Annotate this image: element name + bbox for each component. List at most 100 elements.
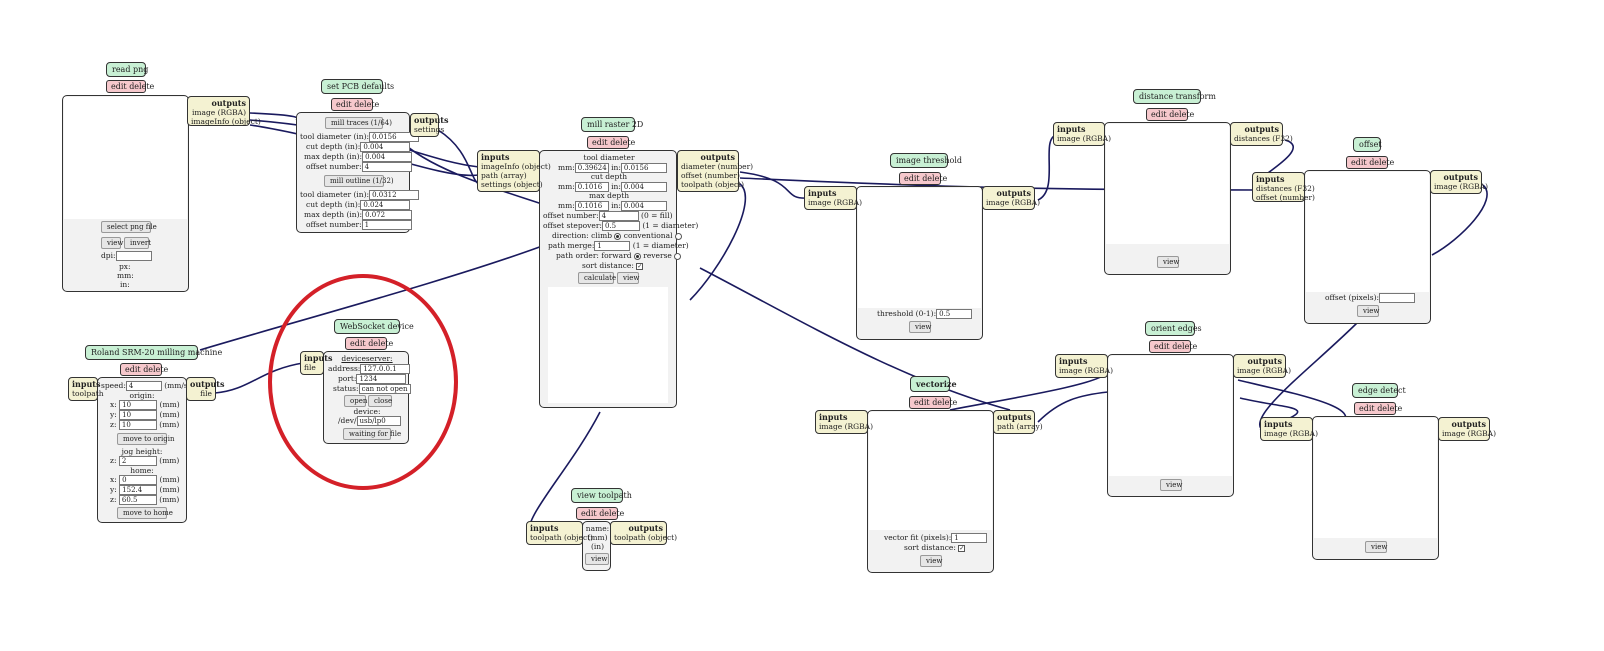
image-threshold-title[interactable]: image threshold: [890, 153, 962, 168]
mill-outline-button[interactable]: mill outline (1/32): [324, 175, 394, 187]
edit-button[interactable]: edit: [1351, 158, 1367, 167]
view-toolpath-title[interactable]: view toolpath: [571, 488, 632, 503]
orient-edges-view-button[interactable]: view: [1160, 479, 1182, 491]
traces-tool-diameter-input[interactable]: 0.0156: [369, 132, 420, 142]
vector-fit-input[interactable]: 1: [951, 533, 988, 543]
move-to-home-button[interactable]: move to home: [117, 507, 173, 519]
roland-title[interactable]: Roland SRM-20 milling machine: [85, 345, 222, 360]
distance-transform-outputs[interactable]: outputs distances (F32): [1230, 122, 1293, 146]
move-to-origin-button[interactable]: move to origin: [117, 433, 174, 445]
edge-detect-inputs[interactable]: inputs image (RGBA): [1260, 417, 1318, 441]
origin-z-input[interactable]: 10: [118, 420, 157, 430]
roland-inputs[interactable]: inputs toolpath: [68, 377, 104, 401]
edge-detect-view-button[interactable]: view: [1365, 541, 1387, 553]
delete-button[interactable]: delete: [610, 138, 636, 147]
vectorize-view-button[interactable]: view: [920, 555, 942, 567]
speed-input[interactable]: 4: [125, 381, 162, 391]
edit-button[interactable]: edit: [1154, 342, 1170, 351]
delete-button[interactable]: delete: [1169, 110, 1195, 119]
edit-button[interactable]: edit: [1359, 404, 1375, 413]
edit-button[interactable]: edit: [336, 100, 352, 109]
origin-x-input[interactable]: 10: [119, 400, 158, 410]
distance-transform-view-button[interactable]: view: [1157, 256, 1179, 268]
traces-max-depth-input[interactable]: 0.004: [362, 152, 413, 162]
view-toolpath-view-button[interactable]: view: [585, 553, 609, 565]
edit-button[interactable]: edit: [581, 509, 597, 518]
delete-button[interactable]: delete: [354, 100, 380, 109]
delete-button[interactable]: delete: [599, 509, 625, 518]
outline-max-depth-input[interactable]: 0.072: [362, 210, 413, 220]
stepover-input[interactable]: 0.5: [601, 221, 640, 231]
mill-raster-outputs[interactable]: outputs diameter (number) offset (number…: [677, 150, 753, 192]
edit-button[interactable]: edit: [125, 365, 141, 374]
view-toolpath-inputs[interactable]: inputs toolpath (object): [526, 521, 593, 545]
sort-distance-checkbox[interactable]: ✓: [636, 262, 644, 270]
offset-number-input[interactable]: 4: [598, 211, 639, 221]
mill-raster-title[interactable]: mill raster 2D: [581, 117, 643, 132]
reverse-radio[interactable]: [674, 252, 682, 260]
cut-in-input[interactable]: 0.004: [620, 182, 667, 192]
home-z-input[interactable]: 60.5: [118, 495, 157, 505]
mill-raster-inputs[interactable]: inputs imageInfo (object) path (array) s…: [477, 150, 551, 192]
pcb-defaults-outputs[interactable]: outputs settings: [410, 113, 448, 137]
read-png-title[interactable]: read png: [106, 62, 148, 77]
delete-button[interactable]: delete: [143, 365, 169, 374]
edit-button[interactable]: edit: [914, 398, 930, 407]
distance-transform-title[interactable]: distance transform: [1133, 89, 1216, 104]
mill-raster-view-button[interactable]: view: [617, 272, 639, 284]
conventional-radio[interactable]: [674, 232, 682, 240]
image-threshold-inputs[interactable]: inputs image (RGBA): [804, 186, 862, 210]
edge-detect-title[interactable]: edge detect: [1352, 383, 1406, 398]
read-png-view-button[interactable]: view: [101, 237, 123, 249]
offset-view-button[interactable]: view: [1357, 305, 1379, 317]
distance-transform-inputs[interactable]: inputs image (RGBA): [1053, 122, 1111, 146]
max-mm-input[interactable]: 0.1016: [574, 201, 609, 211]
delete-button[interactable]: delete: [1369, 158, 1395, 167]
view-toolpath-outputs[interactable]: outputs toolpath (object): [610, 521, 677, 545]
max-in-input[interactable]: 0.004: [620, 201, 667, 211]
dpi-input[interactable]: [115, 251, 152, 261]
invert-button[interactable]: invert: [124, 237, 151, 249]
outline-cut-depth-input[interactable]: 0.024: [360, 200, 411, 210]
image-threshold-view-button[interactable]: view: [909, 321, 931, 333]
threshold-input[interactable]: 0.5: [936, 309, 973, 319]
edit-button[interactable]: edit: [904, 174, 920, 183]
delete-button[interactable]: delete: [932, 398, 958, 407]
vectorize-title[interactable]: vectorize: [910, 376, 957, 392]
orient-edges-inputs[interactable]: inputs image (RGBA): [1055, 354, 1113, 378]
delete-button[interactable]: delete: [129, 82, 155, 91]
offset-outputs[interactable]: outputs image (RGBA): [1430, 170, 1488, 194]
outline-tool-diameter-input[interactable]: 0.0312: [369, 190, 420, 200]
pcb-defaults-title[interactable]: set PCB defaults: [321, 79, 394, 94]
roland-outputs[interactable]: outputs file: [186, 377, 224, 401]
vectorize-outputs[interactable]: outputs path (array): [993, 410, 1043, 434]
vectorize-sort-checkbox[interactable]: ✓: [958, 544, 966, 552]
edit-button[interactable]: edit: [1151, 110, 1167, 119]
orient-edges-title[interactable]: orient edges: [1145, 321, 1202, 336]
mill-traces-button[interactable]: mill traces (1/64): [325, 117, 392, 129]
origin-y-input[interactable]: 10: [119, 410, 158, 420]
forward-radio[interactable]: [633, 252, 641, 260]
calculate-button[interactable]: calculate: [578, 272, 616, 284]
offset-inputs[interactable]: inputs distances (F32) offset (number): [1252, 172, 1315, 202]
edge-detect-outputs[interactable]: outputs image (RGBA): [1438, 417, 1496, 441]
vectorize-inputs[interactable]: inputs image (RGBA): [815, 410, 873, 434]
offset-title[interactable]: offset: [1353, 137, 1382, 152]
edit-button[interactable]: edit: [111, 82, 127, 91]
read-png-outputs[interactable]: outputs image (RGBA) imageInfo (object): [187, 96, 261, 126]
merge-input[interactable]: 1: [594, 241, 631, 251]
orient-edges-outputs[interactable]: outputs image (RGBA): [1233, 354, 1291, 378]
home-y-input[interactable]: 152.4: [119, 485, 158, 495]
select-png-button[interactable]: select png file: [101, 221, 157, 233]
outline-offset-number-input[interactable]: 1: [361, 220, 412, 230]
offset-pixels-input[interactable]: [1379, 293, 1416, 303]
tool-in-input[interactable]: 0.0156: [620, 163, 667, 173]
edit-button[interactable]: edit: [592, 138, 608, 147]
delete-button[interactable]: delete: [922, 174, 948, 183]
climb-radio[interactable]: [614, 232, 622, 240]
traces-cut-depth-input[interactable]: 0.004: [360, 142, 411, 152]
jog-z-input[interactable]: 2: [118, 456, 157, 466]
delete-button[interactable]: delete: [1172, 342, 1198, 351]
traces-offset-number-input[interactable]: 4: [361, 162, 412, 172]
delete-button[interactable]: delete: [1377, 404, 1403, 413]
